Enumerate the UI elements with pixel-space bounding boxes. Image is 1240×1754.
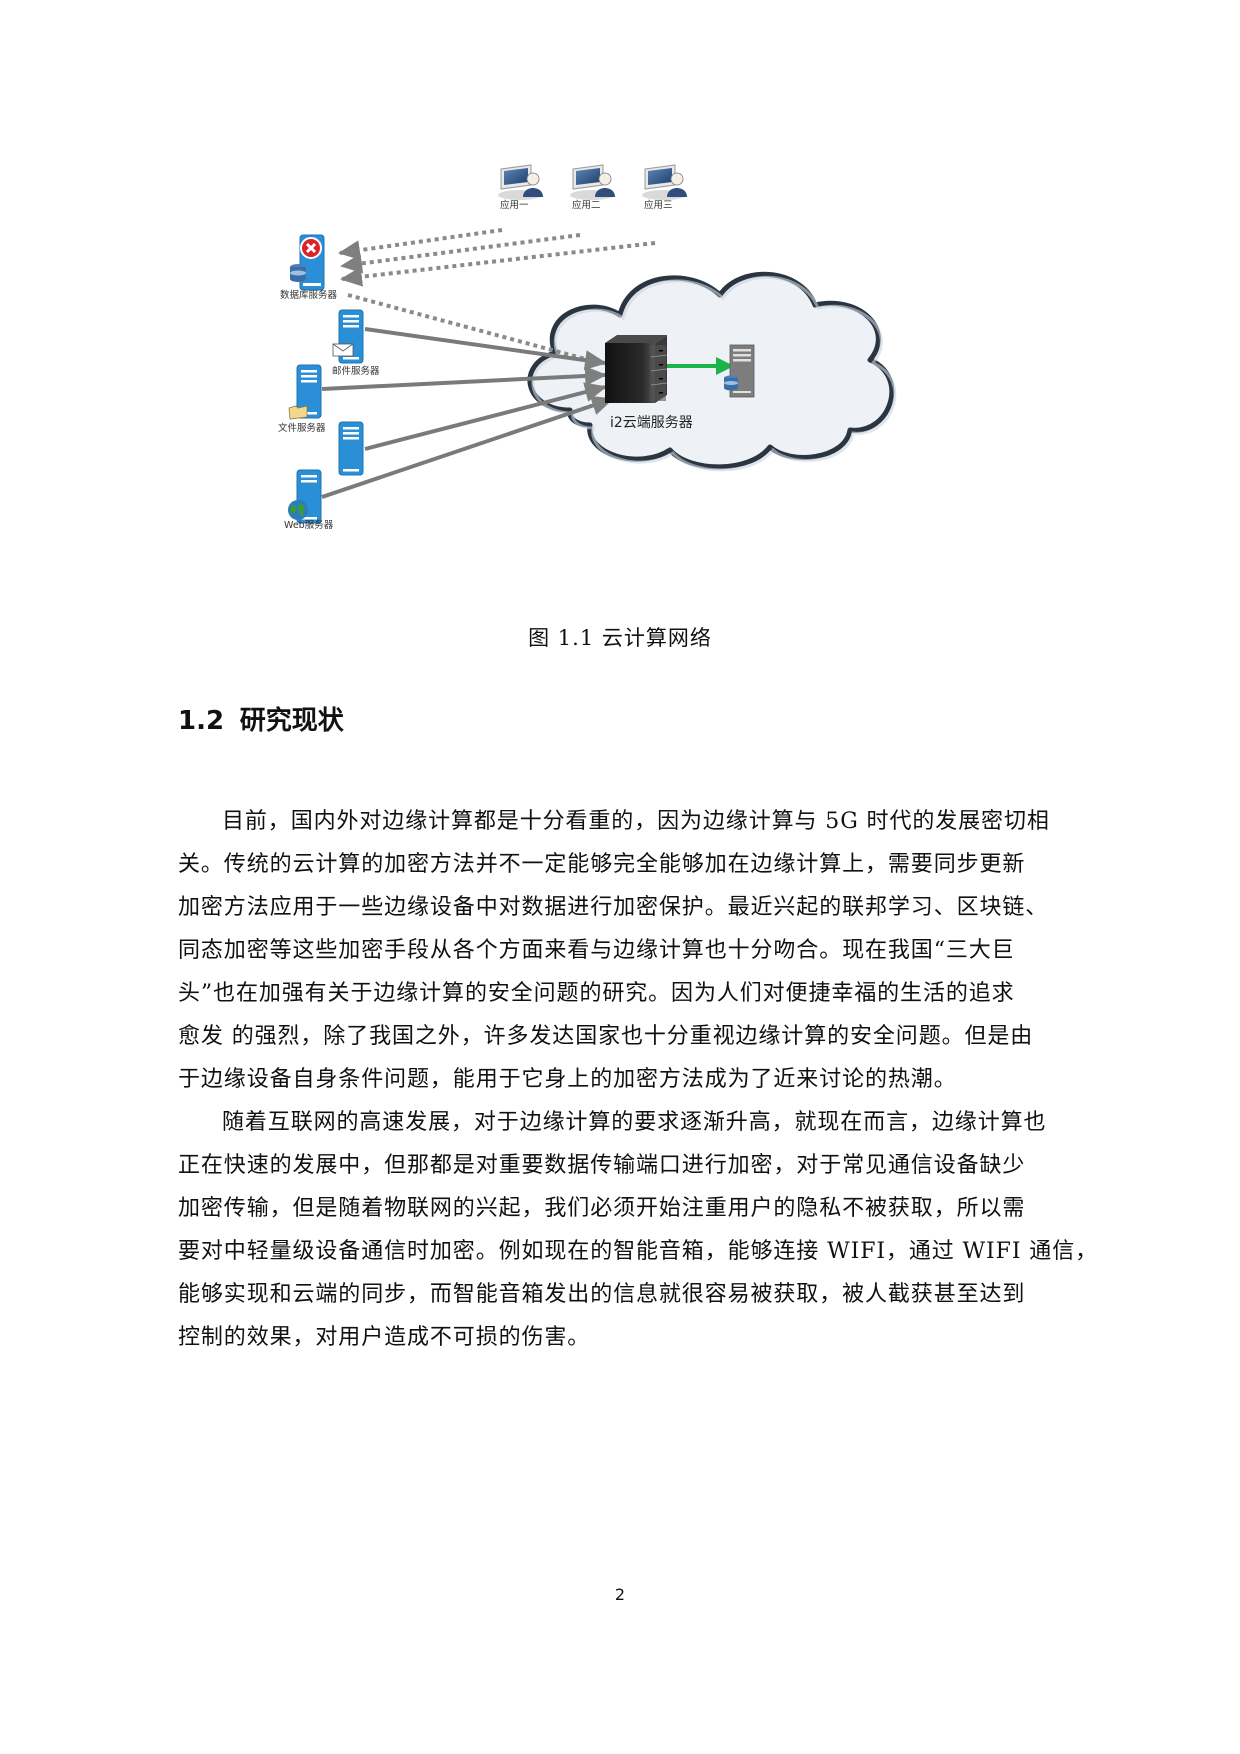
body-text: 目前，国内外对边缘计算都是十分看重的，因为边缘计算与 5G 时代的发展密切相 关… (178, 800, 1128, 1359)
text-line: 头”也在加强有关于边缘计算的安全问题的研究。因为人们对便捷幸福的生活的追求 (178, 981, 1015, 1006)
network-diagram (288, 164, 897, 524)
text-line: 随着互联网的高速发展，对于边缘计算的要求逐渐升高，就现在而言，边缘计算也 (222, 1110, 1047, 1135)
text-line: 加密传输，但是随着物联网的兴起，我们必须开始注重用户的隐私不被获取，所以需 (178, 1196, 1026, 1221)
paragraph-2: 随着互联网的高速发展，对于边缘计算的要求逐渐升高，就现在而言，边缘计算也 正在快… (178, 1101, 1128, 1359)
figure-caption: 图 1.1 云计算网络 (528, 626, 712, 650)
label-file-server: 文件服务器 (278, 423, 326, 434)
text-line: 控制的效果，对用户造成不可损的伤害。 (178, 1325, 591, 1350)
database-icon (290, 264, 306, 282)
solid-arrows (321, 327, 614, 499)
dotted-arrows (338, 228, 656, 365)
text-line: 目前，国内外对边缘计算都是十分看重的，因为边缘计算与 5G 时代的发展密切相 (222, 809, 1050, 834)
label-cloud-server: i2云端服务器 (610, 415, 693, 431)
globe-icon (288, 500, 308, 520)
user-computer-icon (498, 164, 543, 200)
rack-server-icon (605, 335, 668, 403)
user-computer-icon (642, 164, 687, 200)
mail-icon (332, 343, 354, 357)
section-title: 研究现状 (239, 706, 344, 736)
label-app1: 应用一 (500, 200, 529, 211)
storage-server-icon (724, 344, 755, 398)
section-heading: 1.2 研究现状 (178, 700, 344, 737)
paragraph-1: 目前，国内外对边缘计算都是十分看重的，因为边缘计算与 5G 时代的发展密切相 关… (178, 800, 1128, 1101)
text-line: 愈发 的强烈，除了我国之外，许多发达国家也十分重视边缘计算的安全问题。但是由 (178, 1024, 1034, 1049)
label-app3: 应用三 (644, 200, 673, 211)
label-mail-server: 邮件服务器 (332, 366, 380, 377)
cloud-icon (527, 271, 897, 472)
database-server-icon (290, 234, 325, 291)
cloud-network-figure: 应用一 应用二 应用三 数据库服务器 邮件服务器 文件服务器 Web服务器 i2… (270, 155, 970, 595)
label-app2: 应用二 (572, 200, 601, 211)
label-web-server: Web服务器 (284, 520, 334, 531)
text-line: 加密方法应用于一些边缘设备中对数据进行加密保护。最近兴起的联邦学习、区块链、 (178, 895, 1049, 920)
label-db-server: 数据库服务器 (280, 290, 338, 301)
folder-icon (288, 405, 308, 420)
database-icon (724, 375, 738, 391)
page-number: 2 (614, 1585, 626, 1604)
text-line: 于边缘设备自身条件问题，能用于它身上的加密方法成为了近来讨论的热潮。 (178, 1067, 957, 1092)
section-number: 1.2 (178, 706, 225, 736)
text-line: 要对中轻量级设备通信时加密。例如现在的智能音箱，能够连接 WIFI，通过 WIF… (178, 1239, 1098, 1264)
text-line: 同态加密等这些加密手段从各个方面来看与边缘计算也十分吻合。现在我国“三大巨 (178, 938, 1015, 963)
text-line: 能够实现和云端的同步，而智能音箱发出的信息就很容易被获取，被人截获甚至达到 (178, 1282, 1026, 1307)
text-line: 正在快速的发展中，但那都是对重要数据传输端口进行加密，对于常见通信设备缺少 (178, 1153, 1026, 1178)
user-computer-icon (570, 164, 615, 200)
file-server-icon (288, 364, 322, 420)
mail-server-icon (332, 309, 364, 364)
server-icon (338, 421, 364, 476)
text-line: 关。传统的云计算的加密方法并不一定能够完全能够加在边缘计算上，需要同步更新 (178, 852, 1026, 877)
web-server-icon (288, 469, 322, 524)
